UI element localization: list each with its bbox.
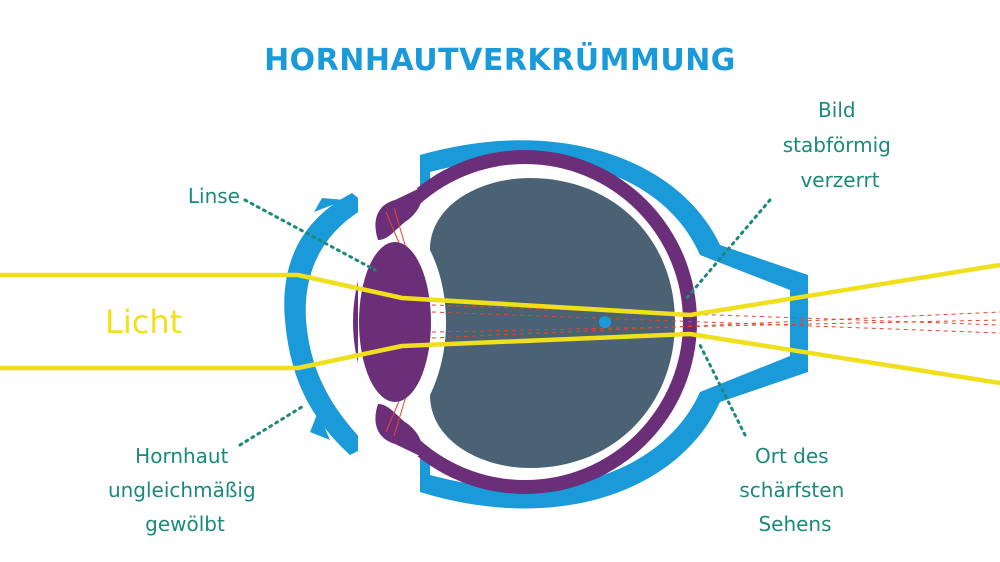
label-hornhaut: Hornhaut ungleichmäßig gewölbt [108,444,262,536]
zonular-fibers [385,207,407,437]
light-ray-top [0,262,1000,318]
label-bild: Bild stabförmig verzerrt [783,98,897,192]
label-hornhaut-line-3: gewölbt [145,512,225,536]
leader-ort [698,343,747,437]
label-bild-line-2: stabförmig [783,133,891,157]
label-ort: Ort des schärfsten Sehens [739,444,850,536]
ciliary-body-top [375,188,422,240]
focus-line-3 [431,319,1000,333]
focus-line-4 [431,311,1000,339]
diagram-title: HORNHAUTVERKRÜMMUNG [264,41,736,78]
focus-lines [431,304,1000,339]
anterior-chamber [358,160,420,485]
light-ray-bottom [0,331,1000,386]
label-ort-line-3: Sehens [758,512,831,536]
label-hornhaut-line-2: ungleichmäßig [108,478,256,502]
leader-bild [683,198,772,302]
label-ort-line-2: schärfsten [739,478,844,502]
focus-line-2 [431,311,1000,334]
label-licht: Licht [105,303,182,341]
focus-point [599,316,611,328]
ciliary-body-bottom [375,404,422,456]
label-linse: Linse [188,184,240,208]
lens [359,242,431,402]
cornea [284,193,368,455]
label-hornhaut-line-1: Hornhaut [135,444,228,468]
light-rays [0,262,1000,386]
label-bild-line-3: verzerrt [800,168,879,192]
label-ort-line-1: Ort des [755,444,829,468]
label-bild-line-1: Bild [818,98,856,122]
vitreous-body [430,178,675,468]
leader-hornhaut [238,403,307,447]
